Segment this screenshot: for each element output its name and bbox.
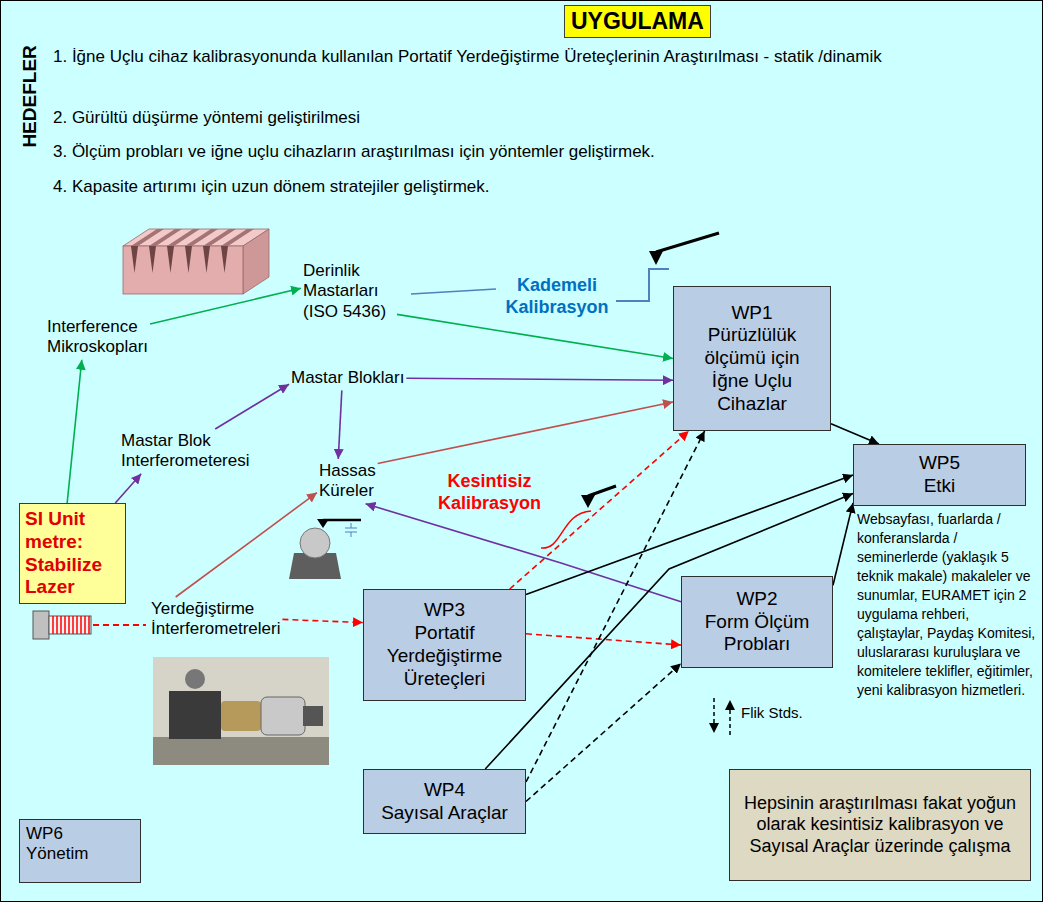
precision-sphere-illustration — [300, 528, 330, 558]
item-label: Yerdeğiştirme İnterferometreleri — [151, 599, 280, 640]
page-title: UYGULAMA — [564, 5, 711, 38]
continuous-calibration-symbol — [581, 495, 595, 508]
item-label: Mastar Blokları — [291, 368, 404, 388]
depth-standard-illustration — [123, 229, 269, 294]
goal-item: 1. İğne Uçlu cihaz kalibrasyonunda kulla… — [53, 47, 1028, 67]
connector-arrow — [150, 288, 301, 324]
method-label: Kademeli Kalibrasyon — [498, 275, 616, 318]
box-label: WP1 — [684, 302, 820, 325]
si-unit-box: SI Unit metre: Stabilize Lazer — [19, 503, 126, 604]
depth-standard-illustration — [243, 229, 269, 294]
box-label: WP6 — [26, 824, 134, 844]
source-item: Mastar Blok Interferometeresi — [119, 429, 267, 474]
interferometer-photo — [303, 706, 323, 726]
screw-icon — [93, 624, 146, 626]
item-label: Mastar Blok Interferometeresi — [121, 431, 265, 472]
box-label: Pürüzlülük ölçümü için İğne Uçlu Cihazla… — [684, 324, 820, 415]
goal-item: 3. Ölçüm probları ve iğne uçlu cihazları… — [53, 142, 1028, 162]
source-item: Interference Mikroskopları — [45, 315, 150, 360]
work-package-box: WP4Sayısal Araçlar — [363, 769, 526, 834]
connector-arrow — [115, 474, 141, 503]
screw-icon — [33, 611, 146, 639]
connector-arrow — [366, 504, 681, 602]
note-box: Hepsinin araştırılması fakat yoğun olara… — [729, 769, 1031, 881]
box-label: Portatif Yerdeğiştirme Üreteçleri — [374, 622, 515, 690]
work-package-box: WP2Form Ölçüm Probları — [681, 576, 833, 668]
connector-arrow — [526, 663, 681, 801]
box-label: Yönetim — [26, 844, 134, 864]
interferometer-photo — [153, 657, 329, 765]
continuous-calibration-symbol — [588, 486, 616, 496]
connector-arrow — [282, 619, 363, 622]
item-label: Hassas Küreler — [319, 461, 376, 502]
precision-sphere-illustration — [351, 532, 352, 537]
continuous-calibration-symbol — [541, 486, 616, 548]
box-label: WP2 — [692, 588, 822, 611]
work-package-box: WP5Etki — [853, 444, 1026, 506]
interferometer-photo — [169, 691, 221, 739]
precision-sphere-illustration — [351, 523, 352, 528]
box-label: Sayısal Araçlar — [370, 802, 519, 825]
step-calibration-symbol — [411, 289, 496, 294]
connector-arrow — [831, 424, 879, 444]
step-calibration-symbol — [616, 269, 669, 301]
work-package-box: WP1Pürüzlülük ölçümü için İğne Uçlu Ciha… — [673, 286, 831, 431]
continuous-calibration-symbol — [541, 511, 591, 548]
connector-arrow — [397, 314, 673, 358]
connector-arrow — [378, 402, 673, 463]
box-label: WP3 — [374, 599, 515, 622]
connector-arrow — [338, 390, 342, 459]
box-label: SI Unit metre: Stabilize Lazer — [25, 508, 120, 599]
interferometer-photo — [185, 669, 205, 689]
step-calibration-symbol — [656, 233, 719, 252]
work-package-box: WP3Portatif Yerdeğiştirme Üreteçleri — [363, 589, 526, 701]
flick-standard-arrows — [729, 700, 731, 735]
interferometer-photo — [153, 657, 329, 765]
depth-standard-illustration — [221, 229, 254, 246]
goal-item: 2. Gürültü düşürme yöntemi geliştirilmes… — [53, 108, 1028, 128]
precision-sphere-illustration — [345, 532, 357, 533]
interferometer-photo — [261, 697, 305, 735]
item-label: Derinlik Mastarları (ISO 5436) — [303, 261, 395, 322]
depth-standard-illustration — [123, 246, 243, 294]
box-label: Etki — [862, 475, 1017, 498]
box-label: Form Ölçüm Probları — [692, 611, 822, 657]
precision-sphere-illustration — [345, 528, 357, 529]
precision-sphere-illustration — [323, 519, 361, 522]
goal-item: 4. Kapasite artırımı için uzun dönem str… — [53, 177, 1028, 197]
connector-arrow — [176, 493, 317, 597]
connector-arrow — [215, 384, 289, 429]
screw-icon — [53, 616, 89, 634]
connector-arrow — [406, 378, 673, 380]
source-item: Derinlik Mastarları (ISO 5436) — [301, 259, 397, 324]
box-label: WP5 — [862, 452, 1017, 475]
interferometer-photo — [153, 737, 329, 765]
section-heading: HEDEFLER — [19, 26, 42, 166]
connector-arrow — [67, 360, 82, 503]
interferometer-photo — [221, 701, 261, 731]
connector-arrow — [485, 494, 853, 769]
flick-standard-arrows — [714, 698, 730, 735]
source-item: Mastar Blokları — [289, 366, 406, 390]
screw-icon — [49, 616, 91, 634]
source-item: Hassas Küreler — [317, 459, 378, 504]
precision-sphere-illustration — [289, 519, 361, 579]
flick-label: Flik Stds. — [741, 704, 803, 722]
work-package-box: WP6Yönetim — [19, 819, 141, 883]
flick-standard-arrows — [713, 698, 715, 733]
box-label: WP4 — [370, 779, 519, 802]
note-text: Hepsinin araştırılması fakat yoğun olara… — [734, 793, 1026, 858]
step-calibration-symbol — [649, 251, 663, 265]
method-label: Kesintisiz Kalibrasyon — [427, 471, 552, 514]
impact-list: Websayfası, fuarlarda / konferanslarda /… — [857, 510, 1037, 700]
item-label: Interference Mikroskopları — [47, 317, 148, 358]
source-item: Yerdeğiştirme İnterferometreleri — [149, 597, 282, 642]
screw-icon — [33, 611, 49, 639]
connector-arrow — [833, 503, 853, 585]
depth-standard-illustration — [131, 246, 228, 273]
connector-arrow — [526, 431, 705, 782]
